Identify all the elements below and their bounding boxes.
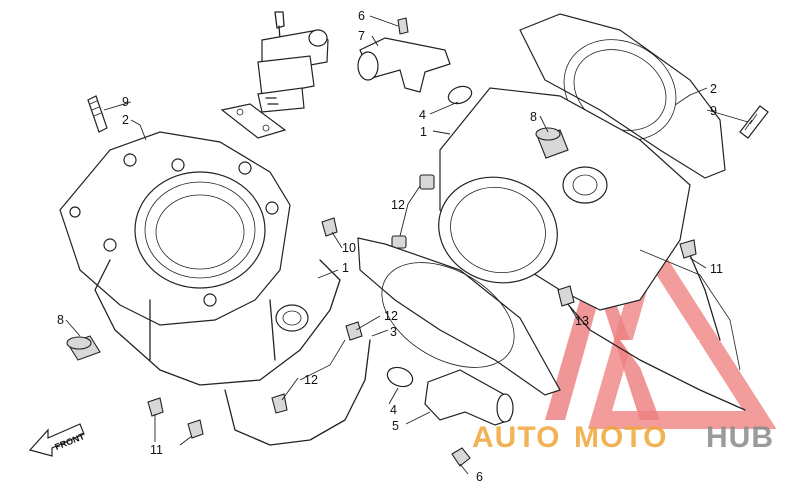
callout-5: 5: [392, 419, 399, 433]
watermark-text: AUTO MOTO HUB: [472, 421, 774, 454]
watermark-logo: [545, 226, 777, 429]
callout-4-top: 4: [419, 108, 426, 122]
callout-2-left: 2: [122, 113, 129, 127]
callout-6-bottom: 6: [476, 470, 483, 484]
callout-13: 13: [575, 314, 589, 328]
callout-10: 10: [342, 241, 356, 255]
watermark-moto: MOTO: [574, 421, 667, 454]
callout-7: 7: [358, 29, 365, 43]
left-cylinder-assembly: [28, 95, 371, 457]
callout-11-left: 11: [150, 443, 163, 457]
callout-3: 3: [390, 325, 397, 339]
callout-9-left: 9: [122, 95, 129, 109]
callout-6-top: 6: [358, 9, 365, 23]
callout-labels: 9 2 10 1 8 11 12 3 12 4 5 6 6 7 4 1 8 2 …: [57, 9, 723, 484]
watermark-auto: AUTO: [472, 421, 560, 454]
callout-9-right: 9: [710, 104, 717, 118]
callout-8-right: 8: [530, 110, 537, 124]
callout-8-left: 8: [57, 313, 64, 327]
front-arrow-icon: [28, 423, 85, 457]
callout-1-left: 1: [342, 261, 349, 275]
callout-1-right: 1: [420, 125, 427, 139]
callout-12-right: 12: [391, 198, 405, 212]
right-cylinder-assembly: [391, 13, 769, 411]
leader-lines: [65, 15, 749, 475]
callout-12-left: 12: [304, 373, 318, 387]
callout-12-mid: 12: [384, 309, 398, 323]
coolant-fitting-bottom: [386, 366, 514, 467]
watermark-hub: HUB: [706, 421, 774, 454]
callout-11-right: 11: [710, 262, 723, 276]
coolant-fitting-top: [357, 17, 473, 105]
top-valve-assembly: [220, 11, 329, 139]
base-gasket: [357, 237, 561, 396]
callout-4-bottom: 4: [390, 403, 397, 417]
callout-2-right: 2: [710, 82, 717, 96]
